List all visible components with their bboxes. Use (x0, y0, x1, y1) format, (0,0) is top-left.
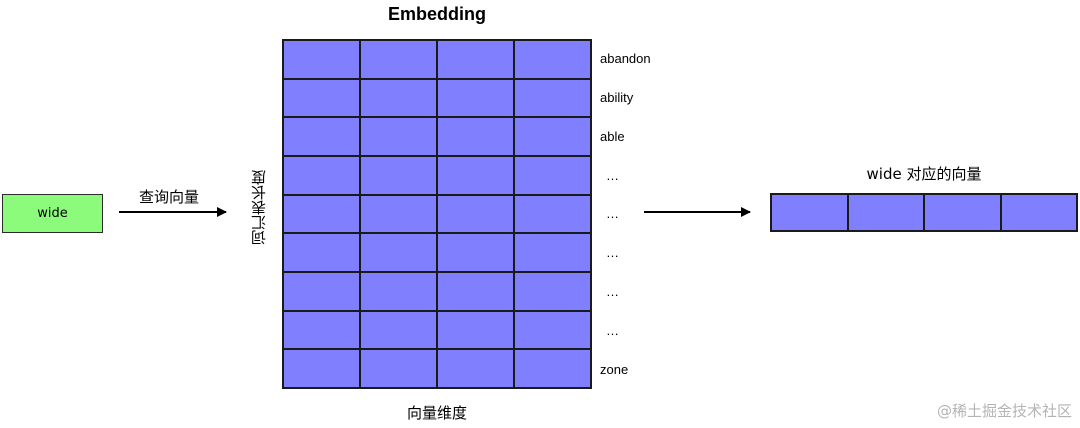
row-labels: abandon ability able … … … … … zone (600, 39, 680, 389)
matrix-cell (514, 117, 591, 156)
matrix-cell (514, 40, 591, 79)
embedding-title: Embedding (388, 4, 486, 24)
matrix-cell (514, 156, 591, 195)
embedding-matrix (282, 39, 592, 389)
row-label: … (606, 245, 619, 261)
query-vector-label: 查询向量 (139, 188, 200, 206)
row-label: zone (600, 362, 629, 378)
matrix-cell (360, 194, 437, 234)
matrix-cell (437, 194, 514, 234)
matrix-cell (360, 233, 437, 272)
matrix-cell (283, 272, 360, 311)
matrix-cell (437, 117, 514, 156)
matrix-cell (283, 78, 360, 118)
row-label: … (606, 284, 619, 300)
matrix-cell (283, 117, 360, 156)
matrix-cell (360, 349, 437, 388)
matrix-cell (283, 233, 360, 272)
matrix-cell (437, 78, 514, 118)
matrix-cell (283, 194, 360, 234)
matrix-cell (514, 272, 591, 311)
matrix-cell (360, 156, 437, 195)
row-label: ability (600, 89, 634, 105)
output-vector-cell (924, 194, 1001, 231)
output-vector-cell (847, 194, 924, 231)
row-label: abandon (600, 50, 651, 66)
input-word-box: wide (2, 194, 103, 233)
matrix-cell (437, 156, 514, 195)
matrix-cell (437, 40, 514, 79)
matrix-cell (514, 349, 591, 388)
row-label: … (606, 323, 619, 339)
output-vector-cell (1000, 194, 1077, 231)
matrix-cell (437, 272, 514, 311)
row-label: … (606, 167, 619, 183)
matrix-cell (283, 40, 360, 79)
matrix-cell (437, 310, 514, 350)
watermark: @稀土掘金技术社区 (936, 402, 1072, 420)
matrix-cell (437, 349, 514, 388)
row-label: … (606, 206, 619, 222)
matrix-cell (283, 156, 360, 195)
matrix-cell (514, 194, 591, 234)
matrix-cell (360, 272, 437, 311)
matrix-cell (360, 40, 437, 79)
input-word-label: wide (37, 206, 68, 221)
row-label: able (600, 128, 625, 144)
matrix-cell (514, 233, 591, 272)
matrix-cell (283, 349, 360, 388)
matrix-cell (360, 117, 437, 156)
matrix-cell (360, 78, 437, 118)
matrix-cell (437, 233, 514, 272)
matrix-cell (514, 310, 591, 350)
matrix-cell (360, 310, 437, 350)
vector-dimension-label: 向量维度 (406, 404, 467, 422)
matrix-cell (283, 310, 360, 350)
matrix-cell (514, 78, 591, 118)
output-vector-cell (771, 194, 848, 231)
output-vector (770, 193, 1078, 232)
output-vector-label: wide 对应的向量 (866, 165, 982, 183)
